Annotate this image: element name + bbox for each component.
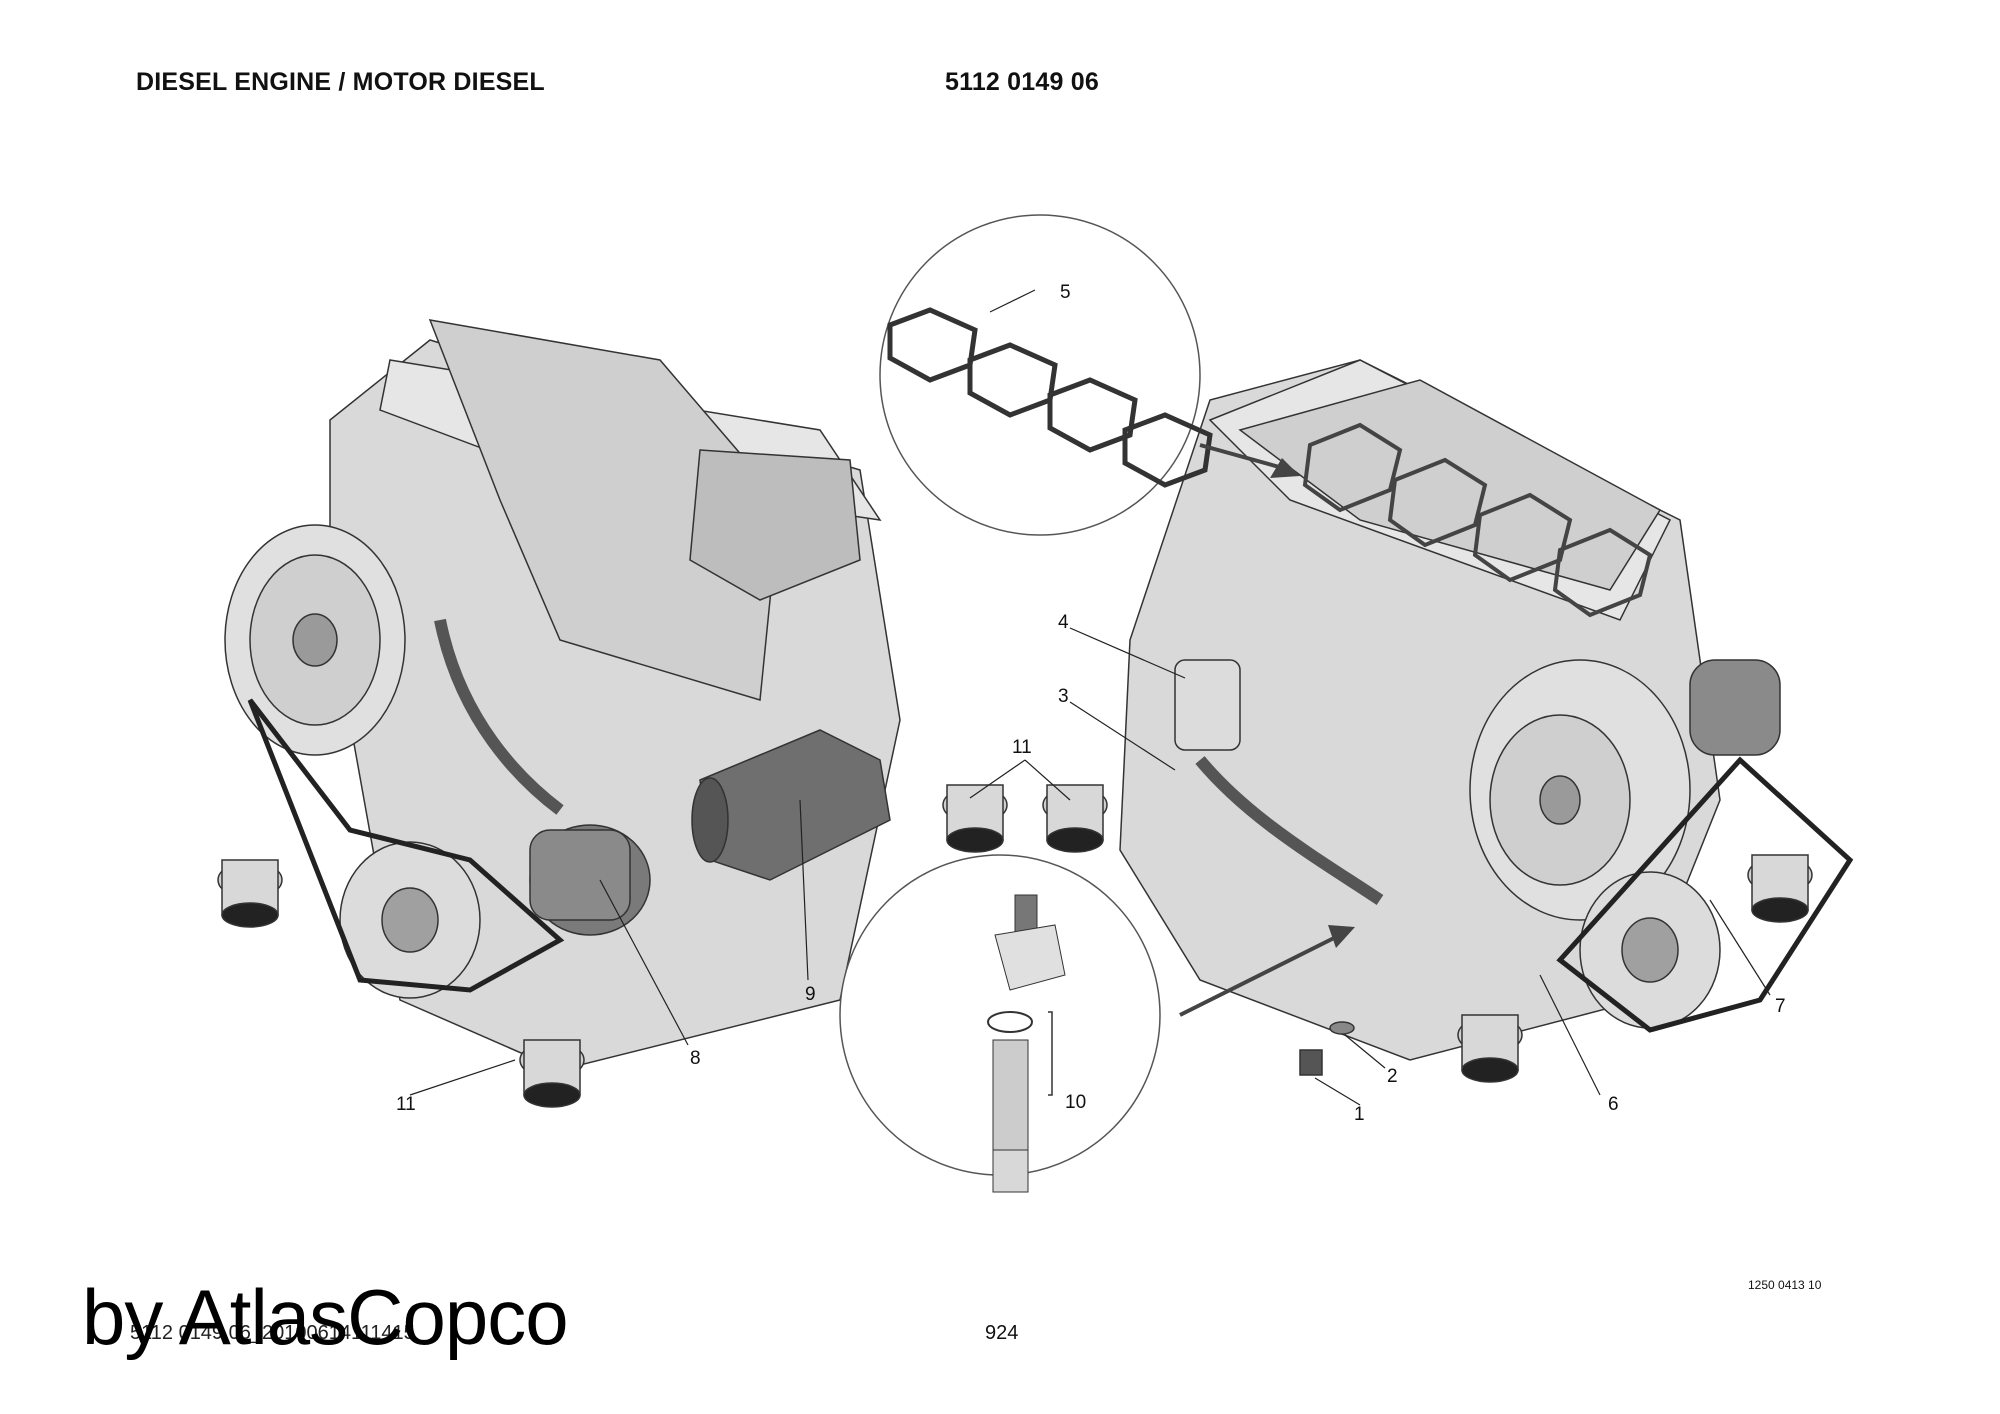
callout-3: 3 (1058, 686, 1069, 707)
detail-circle-gasket (879, 214, 1300, 536)
callout-6: 6 (1608, 1094, 1619, 1115)
callout-2: 2 (1387, 1066, 1398, 1087)
document-code: 5112 0149 06_20100614111415 (130, 1322, 415, 1344)
callout-8: 8 (690, 1048, 701, 1069)
drawing-reference: 1250 0413 10 (1748, 1278, 1822, 1292)
diagram-title: DIESEL ENGINE / MOTOR DIESEL (136, 68, 545, 96)
watermark: by AtlasCopco (82, 1273, 569, 1361)
part-number: 5112 0149 06 (945, 68, 1099, 96)
callout-7: 7 (1775, 996, 1786, 1017)
leader-lines (409, 289, 1771, 1106)
callout-5: 5 (1060, 282, 1071, 303)
callout-1: 1 (1354, 1104, 1365, 1125)
callout-11-top: 11 (1012, 737, 1032, 758)
callout-9: 9 (805, 984, 816, 1005)
callout-11-bottom: 11 (396, 1094, 416, 1115)
callout-10: 10 (1065, 1092, 1086, 1113)
page-number: 924 (985, 1322, 1019, 1344)
detail-circle-filter (839, 854, 1355, 1193)
right-engine (1042, 359, 1854, 1083)
left-engine (217, 319, 1008, 1108)
callout-labels: 1 2 3 4 5 6 7 8 9 10 11 11 (396, 282, 1786, 1125)
callout-4: 4 (1058, 612, 1069, 633)
